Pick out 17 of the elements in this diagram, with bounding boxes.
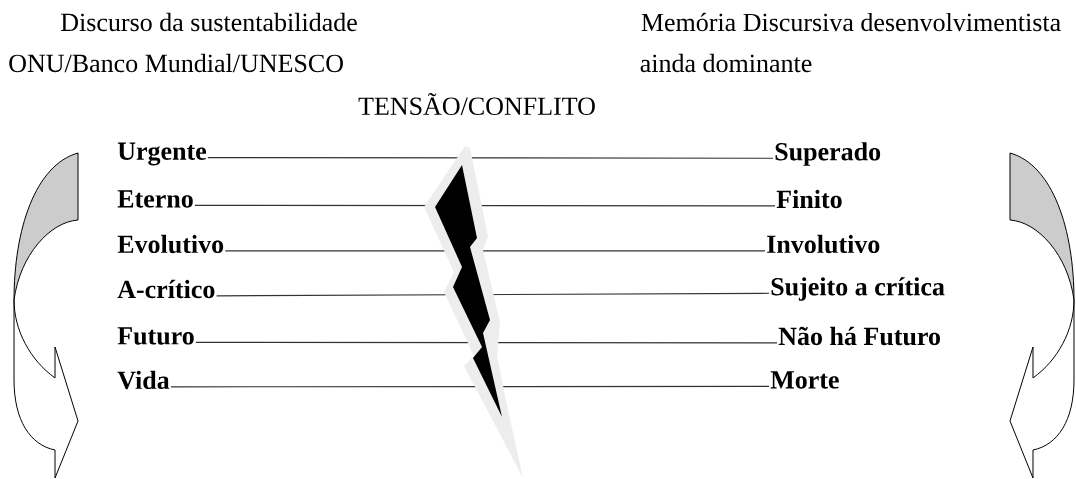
term-text: Evolutivo [117,234,224,254]
heading-text: Memória Discursiva desenvolvimentista [641,12,1061,32]
term-text: Urgente [117,142,207,166]
term-text: Sujeito a crítica [771,277,945,301]
term-text: Vida [117,370,170,390]
term-text: Futuro [117,327,194,345]
heading-text: ONU/Banco Mundial/UNESCO [9,53,343,73]
term-text: A-crítico [117,279,215,299]
heading-text: Discurso da sustentabilidade [61,12,357,32]
term-text: Finito [776,189,842,209]
term-text: Morte [770,371,839,389]
heading-text: ainda dominante [640,53,812,73]
term-text: Superado [775,142,881,166]
term-text: Involutivo [767,234,880,254]
term-text: Não há Futuro [778,326,940,346]
term-text: Eterno [117,190,193,208]
heading-text: TENSÃO/CONFLITO [358,93,595,115]
